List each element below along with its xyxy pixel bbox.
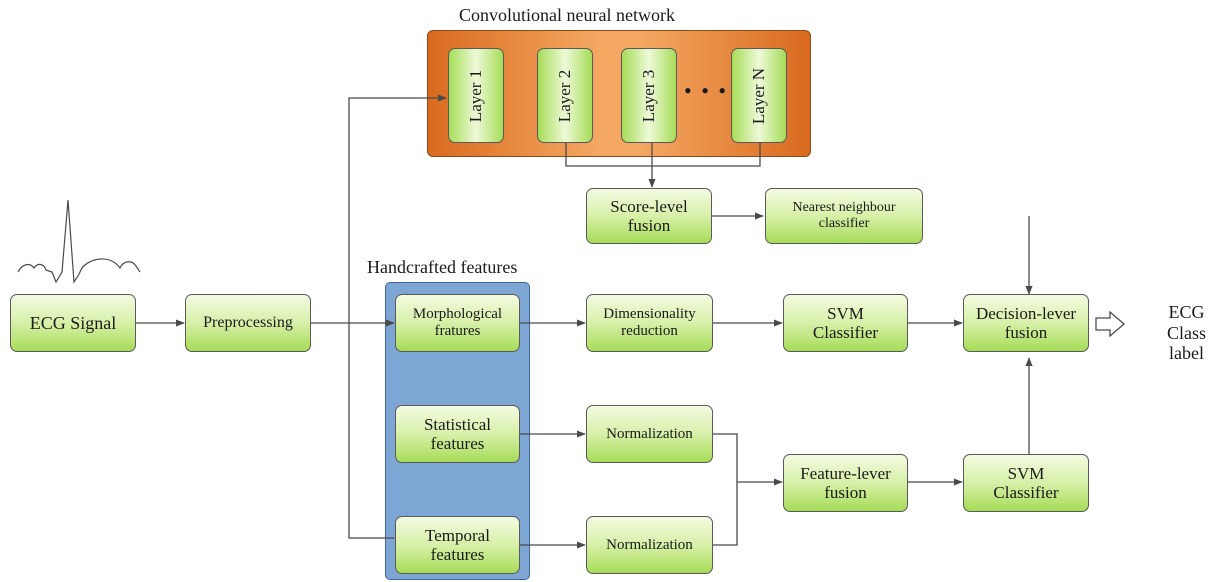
output-arrow-icon [1095, 310, 1125, 338]
handcrafted-caption: Handcrafted features [367, 257, 518, 277]
svm-classifier-top-box: SVM Classifier [783, 294, 908, 352]
layer-label: Layer 1 [465, 69, 485, 122]
cnn-caption: Convolutional neural network [459, 5, 675, 25]
layer-label: Layer 3 [638, 69, 658, 122]
normalization-box-2: Normalization [586, 516, 713, 574]
preprocessing-box: Preprocessing [185, 294, 311, 352]
cnn-layer-2: Layer 2 [537, 48, 593, 143]
cnn-layer-n: Layer N [731, 48, 787, 143]
layer-label: Layer N [749, 67, 769, 124]
ecg-signal-box: ECG Signal [10, 294, 136, 352]
temporal-features-box: Temporal features [395, 516, 520, 574]
cnn-layer-1: Layer 1 [448, 48, 504, 143]
morphological-features-box: Morphological fratures [395, 294, 520, 352]
dimensionality-reduction-box: Dimensionality reduction [586, 294, 713, 352]
statistical-features-box: Statistical features [395, 405, 520, 463]
ecg-waveform [17, 199, 141, 284]
cnn-ellipsis: • • • [684, 78, 729, 103]
ecg-class-label-output: ECG Class label [1166, 302, 1206, 364]
decision-level-fusion-box: Decision-lever fusion [963, 294, 1089, 352]
svm-classifier-bottom-box: SVM Classifier [963, 454, 1089, 512]
feature-level-fusion-box: Feature-lever fusion [783, 454, 908, 512]
layer-label: Layer 2 [554, 69, 574, 122]
nearest-neighbour-classifier-box: Nearest neighbour classifier [765, 188, 923, 244]
score-level-fusion-box: Score-level fusion [586, 188, 712, 244]
normalization-box-1: Normalization [586, 405, 713, 463]
cnn-layer-3: Layer 3 [621, 48, 677, 143]
